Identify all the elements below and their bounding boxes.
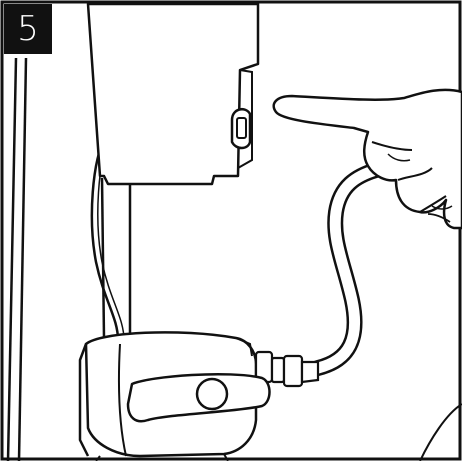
power-unit-icon — [88, 4, 258, 184]
step-number-badge: 5 — [4, 4, 52, 54]
rocker-switch-icon[interactable] — [232, 109, 250, 148]
step-number: 5 — [17, 12, 39, 46]
release-button-icon[interactable] — [197, 379, 227, 409]
